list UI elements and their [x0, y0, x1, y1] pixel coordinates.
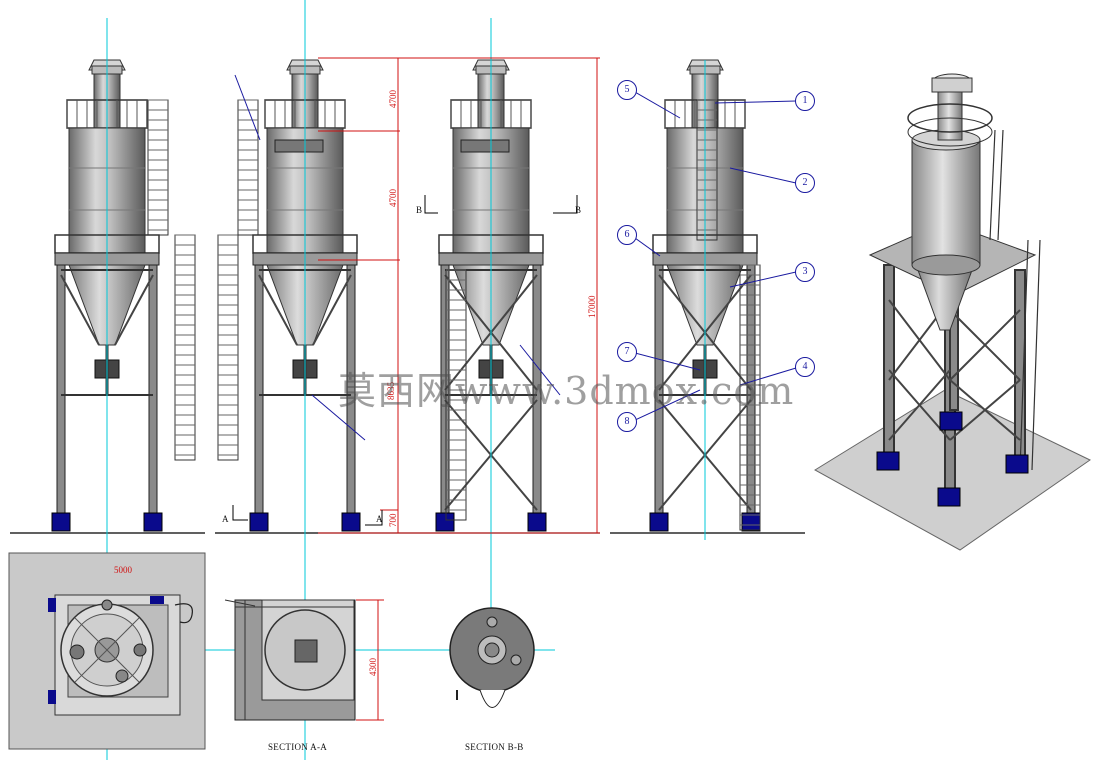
leg-footing — [341, 512, 361, 532]
dimension-700-base: 700 — [388, 513, 398, 528]
front-elevation-view — [51, 59, 196, 532]
balloon-leaders — [234, 74, 797, 441]
dimension-4700-top: 4700 — [388, 90, 398, 108]
balloon-7: 7 — [617, 342, 637, 362]
dimension-5000-width: 5000 — [114, 565, 132, 575]
leg-footing — [249, 512, 269, 532]
balloon-8: 8 — [617, 412, 637, 432]
balloon-1: 1 — [795, 91, 815, 111]
section-marker-a-left: A — [222, 514, 229, 524]
leg-footing — [741, 512, 761, 532]
watermark: 莫西网www.3dmox.com — [338, 369, 795, 413]
balloon-2: 2 — [795, 173, 815, 193]
dimension-4300-depth: 4300 — [368, 658, 378, 676]
dimension-4700-middle: 4700 — [388, 189, 398, 207]
isometric-view — [814, 73, 1091, 551]
balloon-3: 3 — [795, 262, 815, 282]
dimension-17000-total: 17000 — [587, 295, 597, 319]
balloon-6: 6 — [617, 225, 637, 245]
section-marker-b-right: B — [575, 205, 582, 215]
balloon-5: 5 — [617, 80, 637, 100]
support-leg — [148, 264, 158, 516]
leg-footing — [143, 512, 163, 532]
ladder — [174, 234, 196, 461]
section-b-b-view — [449, 607, 535, 708]
support-leg — [254, 264, 264, 516]
section-a-a-view — [224, 599, 356, 721]
section-b-b-title: SECTION B-B — [465, 742, 524, 752]
balloon-4: 4 — [795, 357, 815, 377]
inlet-duct — [274, 139, 324, 153]
ladder — [217, 234, 239, 461]
inlet-duct — [460, 139, 510, 153]
section-marker-b-left: B — [416, 205, 423, 215]
leg-footing — [527, 512, 547, 532]
support-leg — [56, 264, 66, 516]
section-cut-markers — [232, 195, 578, 526]
leg-footing — [435, 512, 455, 532]
dimension-lines — [54, 57, 600, 721]
section-a-a-title: SECTION A-A — [268, 742, 328, 752]
leg-footing — [51, 512, 71, 532]
plan-view — [48, 594, 193, 716]
leg-footing — [649, 512, 669, 532]
section-marker-a-right: A — [376, 514, 383, 524]
